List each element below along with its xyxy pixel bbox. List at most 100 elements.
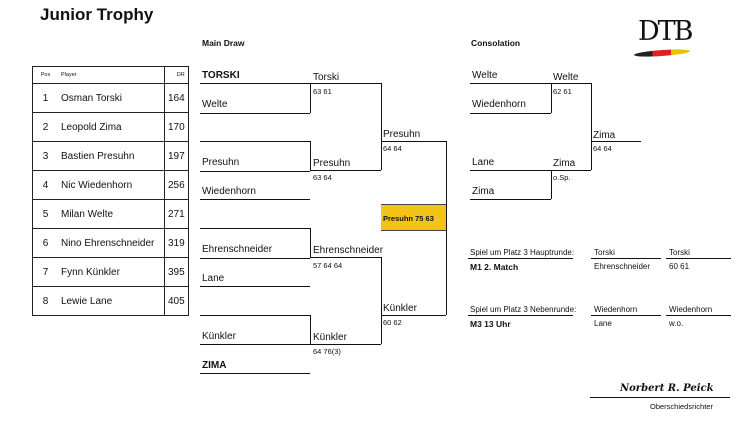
r1-line xyxy=(200,83,310,84)
bracket-connector xyxy=(551,170,552,199)
row-pos: 7 xyxy=(32,257,58,287)
consolation-label: Consolation xyxy=(471,38,521,48)
sf-score: 64 64 xyxy=(383,144,402,153)
row-dr: 170 xyxy=(164,112,189,142)
cons-r2-winner: Zima xyxy=(553,158,576,169)
qf-score: 57 64 64 xyxy=(313,261,343,270)
cons-r1-player: Wiedenhorn xyxy=(472,99,526,110)
table-row: 6 Nino Ehrenschneider 319 xyxy=(32,228,189,258)
r1-line xyxy=(200,228,310,229)
header-player: Player xyxy=(58,66,165,84)
cons-r2-line xyxy=(551,170,591,171)
table-row: 4 Nic Wiedenhorn 256 xyxy=(32,170,189,200)
cons-final-winner: Zima xyxy=(593,130,616,141)
row-dr: 164 xyxy=(164,83,189,113)
r1-player: Lane xyxy=(202,273,225,284)
cons-final-line xyxy=(591,141,641,142)
place3-cons-match: M3 13 Uhr xyxy=(470,319,511,329)
row-dr: 256 xyxy=(164,170,189,200)
page-title: Junior Trophy xyxy=(40,5,154,24)
place3-main-score: 60 61 xyxy=(669,262,690,271)
cons-r1-line xyxy=(470,113,551,114)
qf-winner: Ehrenschneider xyxy=(313,245,384,256)
r1-line xyxy=(200,113,310,114)
table-row: 7 Fynn Künkler 395 xyxy=(32,257,189,287)
r1-line xyxy=(200,286,310,287)
ranking-header: Pos Player DR xyxy=(32,66,189,84)
row-player: Milan Welte xyxy=(58,199,165,229)
place3-cons-winner-line xyxy=(666,315,731,316)
row-pos: 4 xyxy=(32,170,58,200)
place3-cons-p1-line xyxy=(591,315,661,316)
cons-r1-player: Welte xyxy=(472,70,498,81)
qf-winner: Torski xyxy=(313,72,340,83)
r1-player: Künkler xyxy=(202,331,236,342)
r1-line xyxy=(200,315,310,316)
table-row: 2 Leopold Zima 170 xyxy=(32,112,189,142)
qf-score: 63 61 xyxy=(313,87,332,96)
qf-line xyxy=(310,170,381,171)
bracket-connector xyxy=(446,141,447,315)
r1-line xyxy=(200,141,310,142)
row-dr: 271 xyxy=(164,199,189,229)
row-pos: 6 xyxy=(32,228,58,258)
sf-score: 60 62 xyxy=(383,318,402,327)
cons-r1-player: Zima xyxy=(472,186,495,197)
r1-line xyxy=(200,344,310,345)
qf-winner: Künkler xyxy=(313,332,347,343)
r1-player: Wiedenhorn xyxy=(202,186,256,197)
qf-score: 64 76(3) xyxy=(313,347,341,356)
table-row: 1 Osman Torski 164 xyxy=(32,83,189,113)
place3-main-winner: Torski xyxy=(669,248,690,257)
place3-main-p1: Torski xyxy=(594,248,615,257)
row-player: Fynn Künkler xyxy=(58,257,165,287)
champion-box: Presuhn 75 63 xyxy=(381,204,446,231)
main-draw-label: Main Draw xyxy=(202,38,245,48)
row-pos: 3 xyxy=(32,141,58,171)
qf-winner: Presuhn xyxy=(313,158,351,169)
signature-line xyxy=(590,397,730,398)
row-player: Nic Wiedenhorn xyxy=(58,170,165,200)
cons-r1-line xyxy=(470,170,551,171)
row-pos: 2 xyxy=(32,112,58,142)
place3-cons-winner: Wiedenhorn xyxy=(669,305,713,314)
row-dr: 197 xyxy=(164,141,189,171)
r1-line xyxy=(200,373,310,374)
header-pos: Pos xyxy=(32,66,58,84)
bracket-connector xyxy=(551,83,552,113)
r1-line xyxy=(200,258,310,259)
place3-main-winner-line xyxy=(666,258,731,259)
logo-text: DTB xyxy=(638,16,693,47)
bracket-connector xyxy=(591,83,592,170)
r1-line xyxy=(200,199,310,200)
r1-player: ZIMA xyxy=(202,360,227,371)
row-player: Bastien Presuhn xyxy=(58,141,165,171)
place3-main-p2: Ehrenschneider xyxy=(594,262,651,271)
row-pos: 8 xyxy=(32,286,58,316)
table-row: 8 Lewie Lane 405 xyxy=(32,286,189,316)
bracket-connector xyxy=(310,141,311,171)
cons-r1-line xyxy=(470,199,551,200)
r1-player: Presuhn xyxy=(202,157,240,168)
row-dr: 405 xyxy=(164,286,189,316)
cons-r2-score: 62 61 xyxy=(553,87,572,96)
place3-main-match: M1 2. Match xyxy=(470,262,519,272)
r1-player: TORSKI xyxy=(202,70,240,81)
sf-winner: Künkler xyxy=(383,303,417,314)
row-player: Osman Torski xyxy=(58,83,165,113)
cons-r2-line xyxy=(551,83,591,84)
r1-player: Ehrenschneider xyxy=(202,244,273,255)
sf-winner: Presuhn xyxy=(383,129,421,140)
place3-cons-underline xyxy=(468,315,573,316)
table-row: 5 Milan Welte 271 xyxy=(32,199,189,229)
bracket-connector xyxy=(310,83,311,113)
sf-line xyxy=(381,315,446,316)
header-dr: DR xyxy=(164,66,189,84)
row-pos: 5 xyxy=(32,199,58,229)
cons-r1-player: Lane xyxy=(472,157,495,168)
bracket-connector xyxy=(310,228,311,258)
place3-cons-label: Spiel um Platz 3 Nebenrunde: xyxy=(470,305,577,314)
referee-role: Oberschiedsrichter xyxy=(650,402,713,411)
place3-cons-p1: Wiedenhorn xyxy=(594,305,638,314)
row-dr: 319 xyxy=(164,228,189,258)
